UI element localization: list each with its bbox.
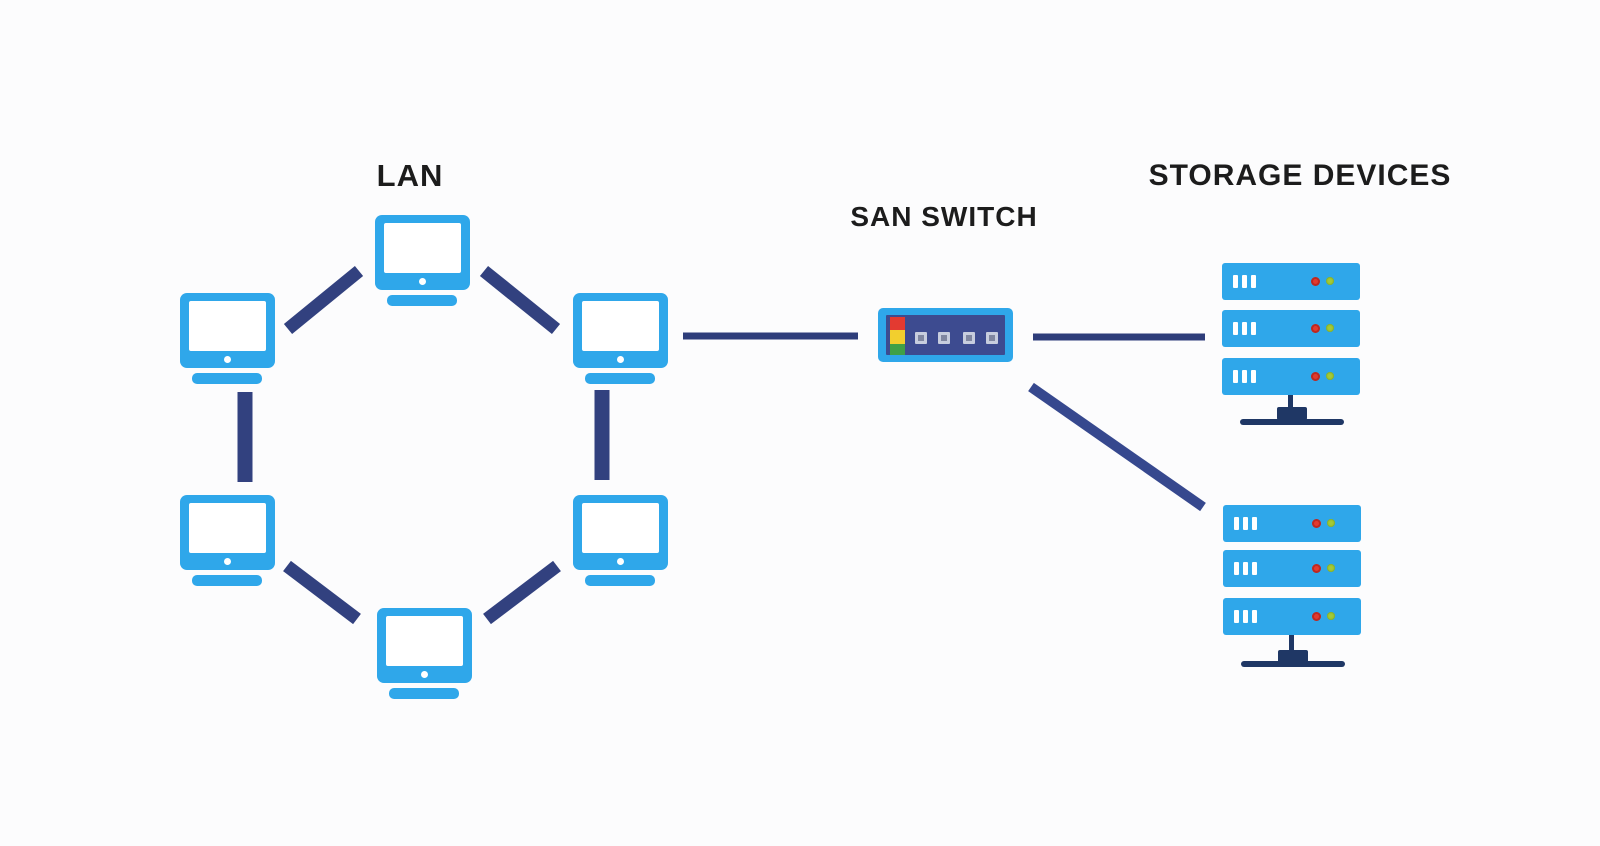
switch-led-green <box>890 344 905 355</box>
lan-ring-link-bottom-left <box>283 560 361 625</box>
switch-port-icon <box>915 332 927 344</box>
monitor-stand <box>389 688 459 699</box>
server-led-green <box>1326 372 1334 380</box>
monitor-stand <box>387 295 457 306</box>
lan-computer-top <box>375 215 470 310</box>
san-switch-label: SAN SWITCH <box>850 201 1038 232</box>
server-led-red <box>1311 324 1320 333</box>
storage-server-icon <box>1223 550 1361 587</box>
storage-stack-top <box>1222 263 1360 428</box>
server-vent-stripes <box>1233 322 1256 335</box>
lan-label: LAN <box>376 158 444 193</box>
switch-port-icon <box>986 332 998 344</box>
server-led-red <box>1312 612 1321 621</box>
monitor-power-dot <box>419 278 426 285</box>
monitor-power-dot <box>617 558 624 565</box>
storage-server-icon <box>1222 358 1360 395</box>
storage-server-icon <box>1222 263 1360 300</box>
monitor-screen <box>386 616 463 666</box>
server-led-green <box>1327 519 1335 527</box>
server-led-red <box>1312 519 1321 528</box>
server-led-red <box>1312 564 1321 573</box>
lan-ring-link-top-left <box>283 265 364 335</box>
server-led-red <box>1311 277 1320 286</box>
lan-ring-link-bottom-right <box>483 560 561 625</box>
storage-server-icon <box>1223 598 1361 635</box>
switch-led-yellow <box>890 330 905 344</box>
monitor-stand <box>192 373 262 384</box>
switch-port-icon <box>963 332 975 344</box>
lan-computer-lower-right <box>573 495 668 590</box>
server-vent-stripes <box>1233 370 1256 383</box>
monitor-power-dot <box>617 356 624 363</box>
monitor-stand <box>585 575 655 586</box>
server-vent-stripes <box>1233 275 1256 288</box>
server-vent-stripes <box>1234 517 1257 530</box>
rack-stand-base <box>1241 661 1345 667</box>
lan-computer-lower-left <box>180 495 275 590</box>
rack-stand-base <box>1240 419 1344 425</box>
monitor-stand <box>192 575 262 586</box>
rack-stand-stem <box>1289 635 1294 653</box>
lan-ring-link-top-right <box>479 265 561 335</box>
server-vent-stripes <box>1234 610 1257 623</box>
monitor-screen <box>582 301 659 351</box>
monitor-screen <box>384 223 461 273</box>
san-switch-icon <box>878 308 1013 362</box>
rack-stand-hub <box>1277 407 1307 420</box>
monitor-power-dot <box>224 558 231 565</box>
storage-server-icon <box>1222 310 1360 347</box>
switch-led-red <box>890 317 905 330</box>
storage-devices-label: STORAGE DEVICES <box>1148 159 1452 192</box>
monitor-screen <box>189 301 266 351</box>
link-switch-to-storage-bottom <box>1028 382 1206 512</box>
server-led-green <box>1327 564 1335 572</box>
monitor-stand <box>585 373 655 384</box>
rack-stand-hub <box>1278 650 1308 663</box>
storage-stack-bottom <box>1223 505 1361 670</box>
storage-server-icon <box>1223 505 1361 542</box>
lan-computer-upper-right <box>573 293 668 388</box>
server-led-red <box>1311 372 1320 381</box>
lan-computer-bottom <box>377 608 472 703</box>
server-vent-stripes <box>1234 562 1257 575</box>
server-led-green <box>1326 277 1334 285</box>
monitor-screen <box>582 503 659 553</box>
switch-port-icon <box>938 332 950 344</box>
server-led-green <box>1327 612 1335 620</box>
switch-faceplate <box>886 315 1005 355</box>
lan-computer-upper-left <box>180 293 275 388</box>
monitor-power-dot <box>421 671 428 678</box>
monitor-screen <box>189 503 266 553</box>
monitor-power-dot <box>224 356 231 363</box>
rack-stand-stem <box>1288 395 1293 411</box>
server-led-green <box>1326 324 1334 332</box>
